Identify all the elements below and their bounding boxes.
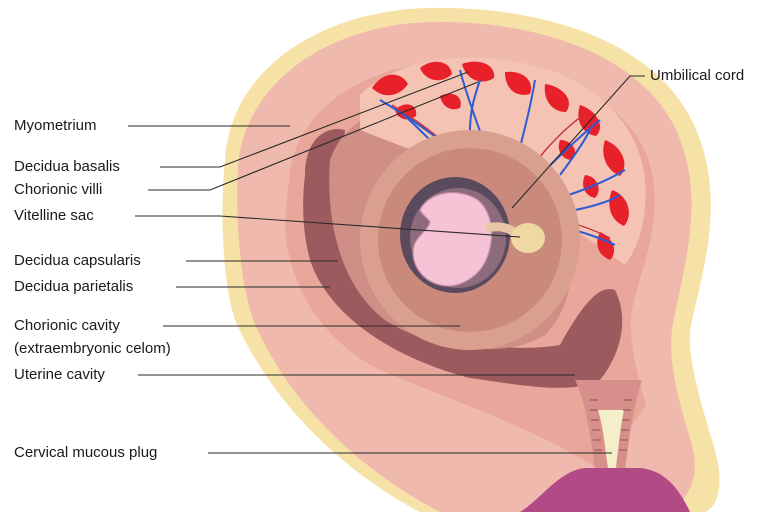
label-vitelline-sac: Vitelline sac	[14, 207, 94, 224]
label-chorionic-villi: Chorionic villi	[14, 181, 102, 198]
label-cervical-mucous-plug: Cervical mucous plug	[14, 444, 157, 461]
label-decidua-capsularis: Decidua capsularis	[14, 252, 141, 269]
label-uterine-cavity: Uterine cavity	[14, 366, 105, 383]
label-decidua-basalis: Decidua basalis	[14, 158, 120, 175]
label-chorionic-cavity: Chorionic cavity	[14, 317, 120, 334]
label-umbilical-cord: Umbilical cord	[650, 67, 744, 84]
label-decidua-parietalis: Decidua parietalis	[14, 278, 133, 295]
label-myometrium: Myometrium	[14, 117, 97, 134]
yolk-sac-shape	[511, 223, 545, 253]
label-chorionic-cavity-sub: (extraembryonic celom)	[14, 340, 171, 357]
